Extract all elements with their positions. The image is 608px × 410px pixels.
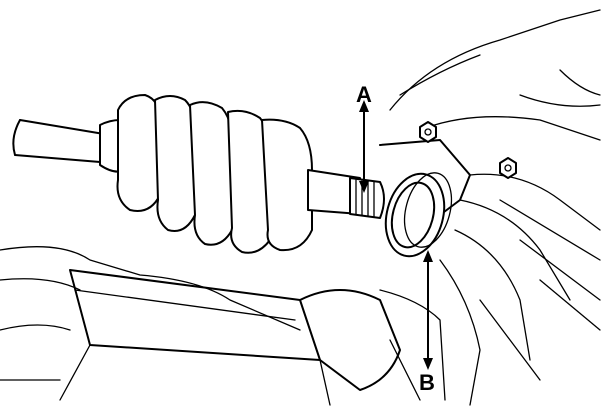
transmission-housing: [0, 246, 401, 406]
drive-shaft: [12, 119, 111, 163]
transmission-case: [379, 9, 601, 406]
oil-seal: [384, 172, 453, 258]
callout-a: A: [356, 82, 372, 193]
stub-shaft: [307, 169, 385, 219]
callout-label-b: B: [419, 370, 435, 395]
bolt-icon: [499, 157, 517, 179]
bolt-icon: [419, 121, 437, 143]
callout-label-a: A: [356, 82, 372, 107]
callout-b: B: [419, 250, 435, 395]
cv-boot: [99, 94, 313, 254]
